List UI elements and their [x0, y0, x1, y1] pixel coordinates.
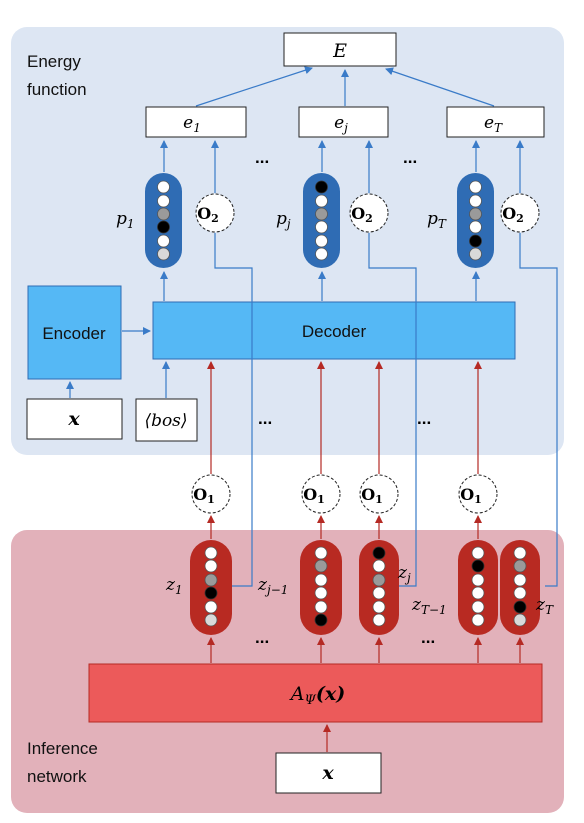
inference-label-line2: network — [27, 767, 87, 786]
svg-text:O1: O1 — [361, 485, 383, 506]
ellipsis-mid-2: ... — [417, 409, 431, 428]
red-pill-zj — [359, 540, 399, 635]
red-pill-z1 — [190, 540, 232, 635]
energy-label-line1: Energy — [27, 52, 81, 71]
x-bottom-label: x — [321, 762, 334, 784]
p1-label: p1 — [116, 209, 135, 231]
ellipsis-mid-1: ... — [258, 409, 272, 428]
decoder-label: Decoder — [302, 322, 367, 341]
energy-label-line2: function — [27, 80, 87, 99]
eT-label: eT — [484, 113, 503, 135]
O2-circle-1: O2 — [195, 193, 235, 233]
svg-text:O1: O1 — [193, 485, 215, 506]
link-zj1-to-O2-1 — [214, 233, 253, 587]
svg-text:O2: O2 — [197, 204, 219, 225]
blue-pill-p1 — [145, 173, 182, 268]
O1-circle-T1: O1 — [458, 474, 498, 514]
e1-label: e1 — [183, 113, 201, 135]
svg-text:O1: O1 — [303, 485, 325, 506]
arrow-e1-to-E — [195, 66, 313, 107]
svg-text:O2: O2 — [351, 204, 373, 225]
O2-circle-T: O2 — [500, 193, 540, 233]
energy-E-label: E — [332, 40, 347, 62]
bos-box — [135, 398, 198, 442]
arrow-eT-to-E — [385, 67, 495, 107]
ej-box — [298, 106, 389, 138]
x-input-label: x — [67, 408, 80, 430]
ej-label: ej — [334, 113, 348, 135]
x-bottom-box — [275, 752, 382, 794]
red-pill-zT — [500, 540, 540, 635]
eT-box — [446, 106, 545, 138]
inference-label-line1: Inference — [27, 739, 98, 758]
bos-label: ⟨bos⟩ — [144, 411, 187, 431]
inference-A-label: AΨ(x) — [289, 683, 345, 708]
x-input-box — [26, 398, 123, 440]
O1-circle-j: O1 — [359, 474, 399, 514]
ellipsis-top-2: ... — [403, 148, 417, 167]
decoder-box — [152, 301, 516, 360]
energy-E-box — [283, 32, 397, 67]
red-pill-zj1 — [300, 540, 342, 635]
zj-label: zj — [397, 563, 411, 585]
pT-label: pT — [427, 209, 447, 231]
O2-circle-j: O2 — [349, 193, 389, 233]
O1-circle-j1: O1 — [301, 474, 341, 514]
svg-text:O1: O1 — [460, 485, 482, 506]
ellipsis-bottom-2: ... — [421, 628, 435, 647]
encoder-box — [27, 285, 122, 380]
blue-pill-pj — [303, 173, 340, 268]
red-pill-zT1 — [458, 540, 498, 635]
svg-text:O2: O2 — [502, 204, 524, 225]
ellipsis-bottom-1: ... — [255, 628, 269, 647]
e1-box — [145, 106, 247, 138]
blue-pill-pT — [457, 173, 494, 268]
z1-label: z1 — [165, 575, 183, 597]
encoder-label: Encoder — [42, 324, 106, 343]
link-zT-to-O2-T — [519, 233, 558, 587]
pj-label: pj — [276, 209, 291, 231]
inference-A-box — [88, 663, 543, 723]
ellipsis-top-1: ... — [255, 148, 269, 167]
zT-label: zT — [535, 595, 554, 617]
zT1-label: zT−1 — [411, 595, 447, 617]
link-zj-to-O2-j — [368, 233, 417, 587]
zj1-label: zj−1 — [257, 575, 288, 597]
O1-circle-1: O1 — [191, 474, 231, 514]
